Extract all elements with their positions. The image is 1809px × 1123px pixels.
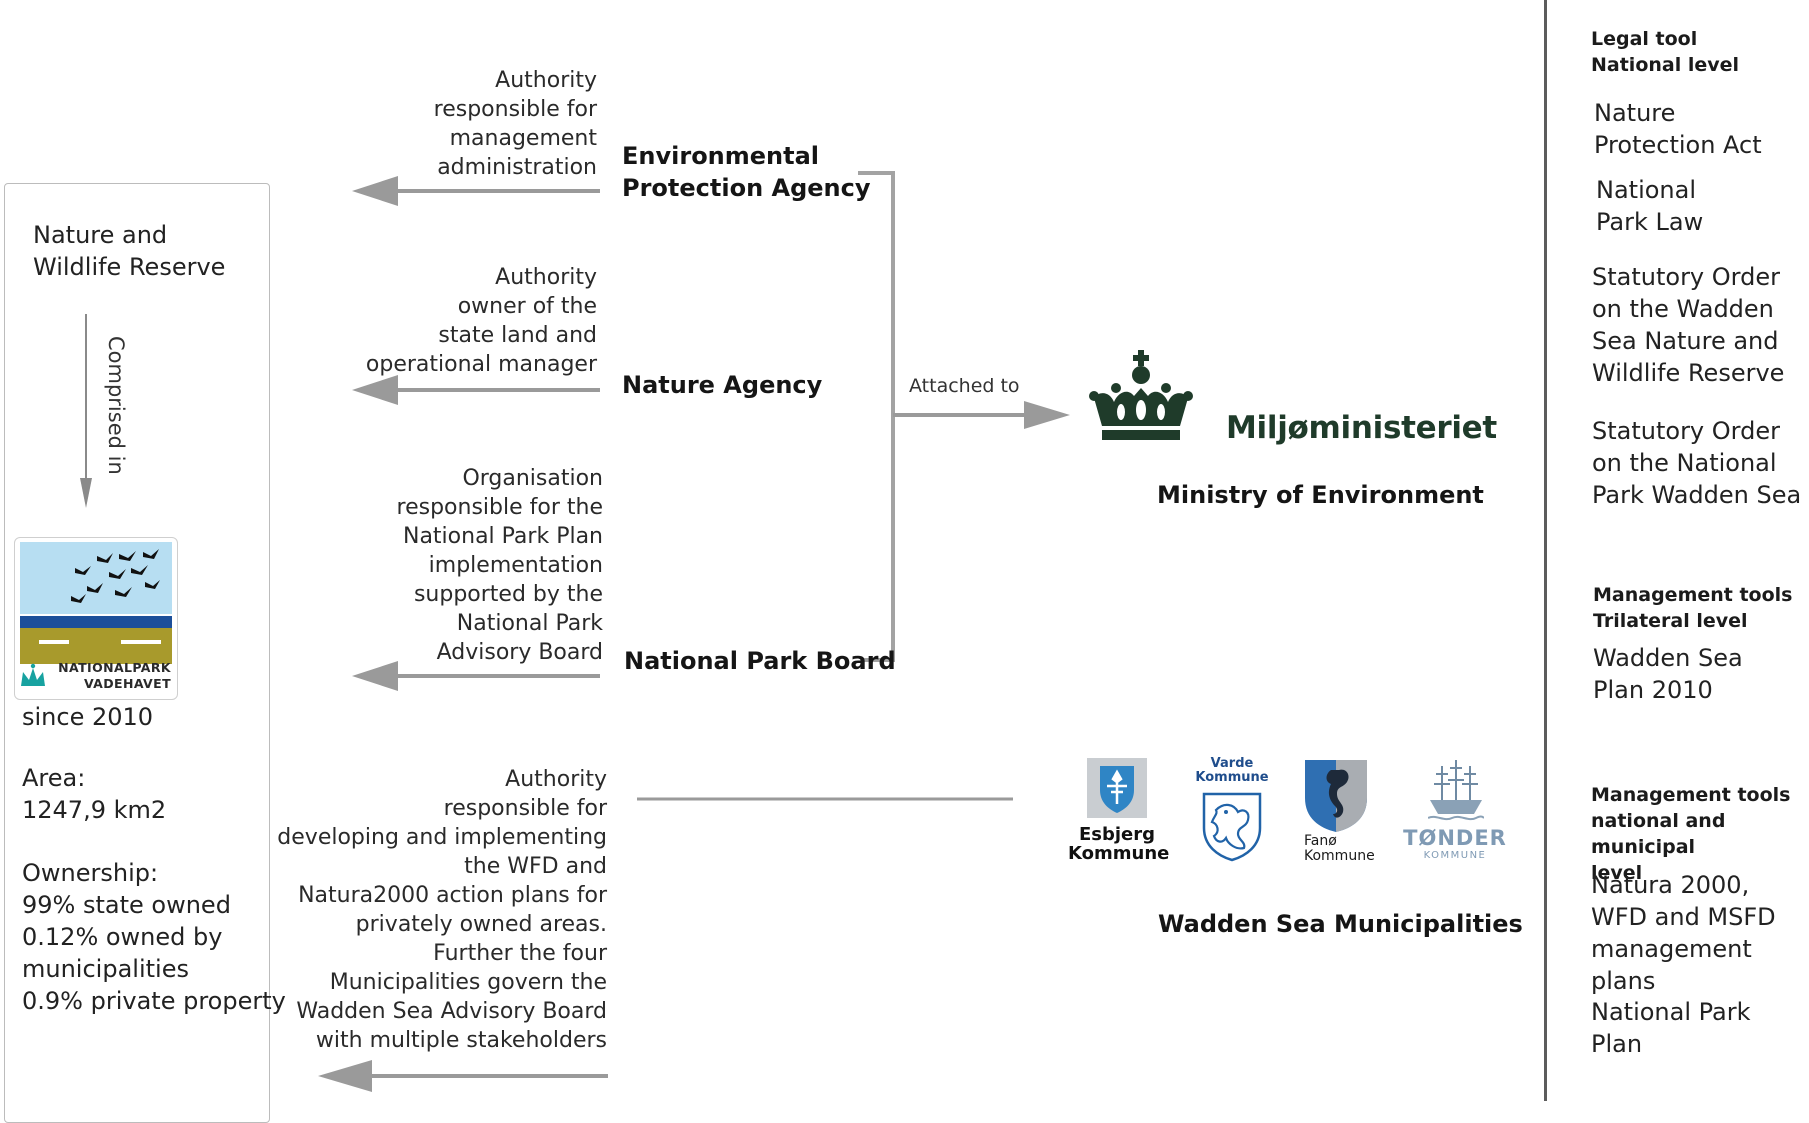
arrow-national-park-board <box>352 661 600 691</box>
since-label: since 2010 <box>22 703 154 731</box>
arrow-epa <box>352 176 600 206</box>
ownership-private: 0.9% private property <box>22 987 286 1015</box>
municipal-item-natura-wfd-msfd: Natura 2000, WFD and MSFD management pla… <box>1591 871 1776 995</box>
municipal-item-national-park-plan: National Park Plan <box>1591 998 1751 1058</box>
legal-tool-heading: Legal tool National level <box>1591 28 1740 76</box>
fano-logo-text: Fanø Kommune <box>1304 833 1375 864</box>
agency-bracket <box>858 171 895 662</box>
fano-seahorse-crest-icon <box>1305 760 1367 832</box>
arrow-attached-to <box>893 401 1070 429</box>
nationalpark-vadehavet-logo: NATIONALPARK VADEHAVET <box>14 537 178 700</box>
municipalities-description: Authority responsible for developing and… <box>277 767 607 1053</box>
legal-item-statutory-order-national-park: Statutory Order on the National Park Wad… <box>1592 417 1802 509</box>
vadehavet-landscape-icon <box>20 542 172 686</box>
nature-agency-name: Nature Agency <box>622 371 823 399</box>
national-park-board-description: Organisation responsible for the Nationa… <box>396 466 603 665</box>
municipal-level-heading: Management tools national and municipal … <box>1591 784 1791 884</box>
nature-agency-description: Authority owner of the state land and op… <box>365 265 597 377</box>
legal-item-nature-protection-act: Nature Protection Act <box>1594 99 1762 159</box>
epa-name: Environmental Protection Agency <box>622 142 871 202</box>
epa-description: Authority responsible for management adm… <box>433 68 597 180</box>
comprised-in-label-wrap: Comprised in <box>100 336 132 486</box>
comprised-in-label: Comprised in <box>104 336 128 475</box>
small-crown-icon <box>21 663 45 686</box>
miljoministeriet-wordmark: Miljøministeriet <box>1226 410 1497 446</box>
reserve-title: Nature and Wildlife Reserve <box>33 221 226 281</box>
crown-icon <box>1089 350 1193 440</box>
area-label: Area: <box>22 764 86 792</box>
tonder-ship-icon <box>1428 760 1484 821</box>
municipalities-caption: Wadden Sea Municipalities <box>1158 910 1523 938</box>
area-value: 1247,9 km2 <box>22 796 167 824</box>
arrow-comprised-in <box>80 314 92 508</box>
ownership-label: Ownership: <box>22 859 159 887</box>
tonder-logo-text: TØNDER <box>1403 826 1507 850</box>
trilateral-heading: Management tools Trilateral level <box>1593 584 1793 632</box>
vadehavet-logo-text: NATIONALPARK VADEHAVET <box>58 660 171 691</box>
esbjerg-crest-icon <box>1087 758 1147 818</box>
right-divider <box>1544 0 1547 1101</box>
national-park-board-name: National Park Board <box>624 647 896 675</box>
varde-logo-text: Varde Kommune <box>1195 756 1269 785</box>
legal-item-statutory-order-reserve: Statutory Order on the Wadden Sea Nature… <box>1592 263 1785 387</box>
varde-lion-crest-icon <box>1202 792 1262 862</box>
tonder-logo-subtext: KOMMUNE <box>1423 850 1487 861</box>
attached-to-label: Attached to <box>909 375 1020 397</box>
ownership-municipal: 0.12% owned by municipalities <box>22 923 223 983</box>
arrow-nature-agency <box>352 375 600 405</box>
legal-item-national-park-law: National Park Law <box>1596 176 1704 236</box>
arrow-municipalities <box>318 1060 608 1092</box>
esbjerg-logo-text: Esbjerg Kommune <box>1068 824 1170 864</box>
trilateral-item-wadden-sea-plan: Wadden Sea Plan 2010 <box>1593 644 1743 704</box>
ministry-caption: Ministry of Environment <box>1157 481 1484 509</box>
ownership-state: 99% state owned <box>22 891 231 919</box>
